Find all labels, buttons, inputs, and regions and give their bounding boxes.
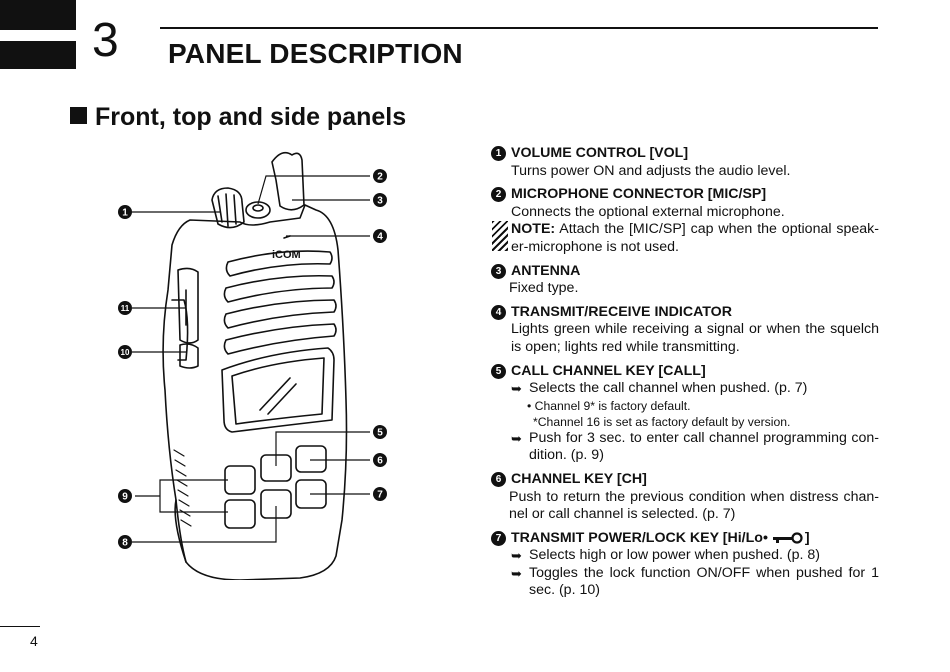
arrow-bullet-icon: ➥ bbox=[511, 548, 522, 564]
item-antenna: 3 ANTENNA Fixed type. bbox=[491, 263, 879, 298]
number-badge: 2 bbox=[491, 187, 506, 203]
callout-10: 10 bbox=[118, 345, 132, 359]
svg-text:8: 8 bbox=[122, 538, 128, 549]
svg-text:5: 5 bbox=[377, 428, 383, 439]
svg-text:6: 6 bbox=[377, 456, 383, 467]
callout-3: 3 bbox=[373, 193, 387, 207]
item-volume-control: 1 VOLUME CONTROL [VOL] Turns power ON and… bbox=[491, 145, 879, 180]
item-title: ANTENNA bbox=[511, 262, 581, 279]
lcd-display bbox=[221, 347, 335, 433]
item-body: Fixed type. bbox=[509, 280, 579, 297]
item-title: TRANSMIT/RECEIVE INDICATOR bbox=[511, 303, 732, 320]
header-rule bbox=[160, 27, 878, 29]
item-mic-connector: 2 MICROPHONE CONNECTOR [MIC/SP] Connects … bbox=[491, 186, 879, 256]
bullet-text: Toggles the lock function ON/OFF when pu… bbox=[529, 564, 879, 599]
svg-text:1: 1 bbox=[122, 208, 128, 219]
volume-knob bbox=[211, 187, 245, 229]
footer-rule bbox=[0, 626, 40, 627]
item-title: CALL CHANNEL KEY [CALL] bbox=[511, 362, 706, 379]
item-body: Turns power ON and adjusts the audio lev… bbox=[511, 162, 791, 179]
page-number: 4 bbox=[30, 633, 38, 649]
number-badge: 1 bbox=[491, 146, 506, 162]
side-button-10 bbox=[179, 343, 199, 369]
callout-9: 9 bbox=[118, 489, 132, 503]
item-indicator: 4 TRANSMIT/RECEIVE INDICATOR Lights green… bbox=[491, 304, 879, 357]
sub-note: *Channel 16 is set as factory default by… bbox=[533, 414, 791, 429]
item-title: VOLUME CONTROL [VOL] bbox=[511, 145, 689, 161]
item-body: Push to return the previous condition wh… bbox=[509, 488, 879, 523]
callout-4: 4 bbox=[373, 229, 387, 243]
bullet-text: Push for 3 sec. to enter call channel pr… bbox=[529, 429, 879, 464]
callout-7: 7 bbox=[373, 487, 387, 501]
callout-2: 2 bbox=[373, 169, 387, 183]
item-call-key: 5 CALL CHANNEL KEY [CALL] ➥ Selects the ca… bbox=[491, 363, 879, 465]
bullet-text: Selects high or low power when pushed. (… bbox=[529, 547, 821, 564]
item-body: Connects the optional external microphon… bbox=[511, 203, 785, 220]
note-block: NOTE: Attach the [MIC/SP] cap when the o… bbox=[491, 221, 879, 256]
item-title-end: ] bbox=[804, 529, 810, 546]
number-badge: 3 bbox=[491, 263, 506, 279]
note-text: Attach the [MIC/SP] cap when the optiona… bbox=[511, 221, 879, 255]
svg-text:7: 7 bbox=[377, 490, 383, 501]
number-badge: 4 bbox=[491, 305, 506, 321]
svg-text:9: 9 bbox=[122, 492, 128, 503]
item-body: Lights green while receiving a signal or… bbox=[511, 321, 879, 355]
antenna bbox=[271, 151, 305, 211]
svg-text:4: 4 bbox=[377, 232, 383, 243]
number-badge: 7 bbox=[491, 530, 506, 546]
key-ch bbox=[295, 445, 327, 473]
svg-text:10: 10 bbox=[121, 348, 130, 357]
description-list: 1 VOLUME CONTROL [VOL] Turns power ON and… bbox=[491, 145, 879, 606]
note-hatch-icon bbox=[492, 221, 508, 252]
number-badge: 5 bbox=[491, 363, 506, 379]
radio-logo: iCOM bbox=[272, 249, 301, 261]
key-icon bbox=[772, 532, 803, 545]
key-left-bottom bbox=[224, 499, 256, 529]
sub-note: • Channel 9* is factory default. bbox=[527, 398, 691, 413]
chapter-number: 3 bbox=[92, 14, 119, 67]
callout-11: 11 bbox=[118, 301, 132, 315]
item-channel-key: 6 CHANNEL KEY [CH] Push to return the pre… bbox=[491, 471, 879, 524]
callout-6: 6 bbox=[373, 453, 387, 467]
callout-8: 8 bbox=[118, 535, 132, 549]
chapter-tab-bottom bbox=[0, 41, 76, 69]
callout-5: 5 bbox=[373, 425, 387, 439]
bullet-text: Selects the call channel when pushed. (p… bbox=[529, 380, 808, 397]
arrow-bullet-icon: ➥ bbox=[511, 381, 522, 397]
radio-body-outline bbox=[162, 204, 348, 580]
svg-text:11: 11 bbox=[121, 304, 130, 313]
item-title: TRANSMIT POWER/LOCK KEY [Hi/Lo• bbox=[511, 529, 768, 546]
section-title: Front, top and side panels bbox=[95, 103, 407, 131]
number-badge: 6 bbox=[491, 472, 506, 488]
square-bullet-icon bbox=[70, 107, 87, 124]
callout-1: 1 bbox=[118, 205, 132, 219]
item-title: MICROPHONE CONNECTOR [MIC/SP] bbox=[511, 186, 767, 203]
chapter-title: PANEL DESCRIPTION bbox=[168, 38, 463, 69]
key-left-top bbox=[224, 465, 256, 495]
note-label: NOTE: bbox=[511, 221, 556, 238]
item-title: CHANNEL KEY [CH] bbox=[511, 470, 647, 487]
radio-diagram: iCOM 1 2 3 4 5 6 7 8 9 10 11 bbox=[118, 151, 387, 580]
side-ptt-button bbox=[177, 267, 199, 344]
svg-text:2: 2 bbox=[377, 172, 383, 183]
chapter-tab-top bbox=[0, 0, 76, 30]
section-heading: Front, top and side panels bbox=[70, 103, 406, 132]
arrow-bullet-icon: ➥ bbox=[511, 430, 522, 446]
item-power-lock-key: 7 TRANSMIT POWER/LOCK KEY [Hi/Lo• ] ➥ Sele… bbox=[491, 530, 879, 600]
arrow-bullet-icon: ➥ bbox=[511, 565, 522, 581]
svg-text:3: 3 bbox=[377, 196, 383, 207]
